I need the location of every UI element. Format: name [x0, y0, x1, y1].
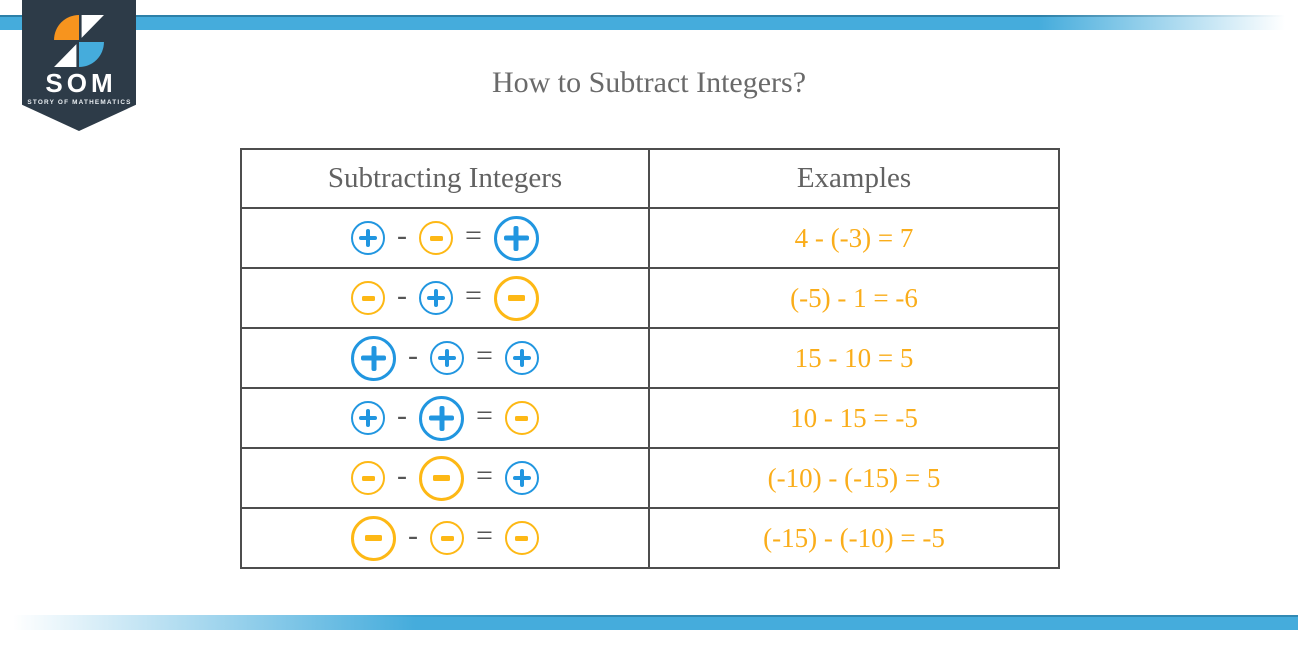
blue-plus-circle-icon [504, 461, 539, 495]
yellow-minus-circle-icon [419, 221, 454, 255]
example-cell: (-10) - (-15) = 5 [648, 447, 1060, 509]
sign-pattern: -= [242, 215, 648, 261]
example-cell: (-15) - (-10) = -5 [648, 507, 1060, 569]
plus-sign-icon [359, 409, 377, 427]
minus-sign-icon [515, 415, 529, 421]
logo-white-triangle-top-icon [81, 15, 104, 38]
table-row: -=(-5) - 1 = -6 [240, 267, 1060, 329]
logo-orange-quarter-icon [54, 15, 79, 40]
blue-plus-circle-icon [419, 395, 465, 441]
sign-pattern: -= [242, 275, 648, 321]
table-row: -=4 - (-3) = 7 [240, 207, 1060, 269]
yellow-minus-circle-icon [430, 521, 465, 555]
equals-operator: = [476, 459, 493, 492]
yellow-minus-circle-icon [351, 281, 386, 315]
example-cell: 4 - (-3) = 7 [648, 207, 1060, 269]
pattern-cell: -= [240, 387, 650, 449]
equals-operator: = [476, 339, 493, 372]
subtracting-integers-table: Subtracting Integers Examples -=4 - (-3)… [240, 148, 1060, 569]
pattern-cell: -= [240, 507, 650, 569]
sign-pattern: -= [242, 335, 648, 381]
plus-sign-icon [359, 229, 377, 247]
minus-sign-icon [515, 535, 529, 541]
table-row: -=15 - 10 = 5 [240, 327, 1060, 389]
plus-sign-icon [438, 349, 456, 367]
blue-plus-circle-icon [351, 221, 386, 255]
example-cell: (-5) - 1 = -6 [648, 267, 1060, 329]
page-title: How to Subtract Integers? [491, 66, 807, 99]
blue-plus-circle-icon [351, 335, 397, 381]
pattern-cell: -= [240, 327, 650, 389]
yellow-minus-circle-icon [351, 515, 397, 561]
table-header-row: Subtracting Integers Examples [240, 148, 1060, 209]
sign-pattern: -= [242, 455, 648, 501]
plus-sign-icon [513, 469, 531, 487]
table-row: -=(-10) - (-15) = 5 [240, 447, 1060, 509]
table-row: -=(-15) - (-10) = -5 [240, 507, 1060, 569]
equals-operator: = [476, 519, 493, 552]
brand-tagline: STORY OF MATHEMATICS [27, 99, 132, 106]
brand-name: SOM [45, 68, 117, 98]
minus-sign-icon [361, 295, 375, 301]
minus-operator: - [408, 519, 419, 552]
plus-sign-icon [513, 349, 531, 367]
example-cell: 10 - 15 = -5 [648, 387, 1060, 449]
blue-plus-circle-icon [351, 401, 386, 435]
yellow-minus-circle-icon [504, 521, 539, 555]
logo-white-triangle-bottom-icon [54, 44, 77, 67]
yellow-minus-circle-icon [419, 455, 465, 501]
minus-sign-icon [440, 535, 454, 541]
blue-plus-circle-icon [430, 341, 465, 375]
plus-sign-icon [427, 289, 445, 307]
equals-operator: = [476, 399, 493, 432]
example-cell: 15 - 10 = 5 [648, 327, 1060, 389]
equals-operator: = [465, 279, 482, 312]
minus-operator: - [397, 219, 408, 252]
pattern-cell: -= [240, 207, 650, 269]
table-row: -=10 - 15 = -5 [240, 387, 1060, 449]
som-logo-mark [54, 15, 104, 67]
som-logo-badge: SOM STORY OF MATHEMATICS [22, 0, 136, 131]
minus-sign-icon [361, 475, 375, 481]
top-accent-bar [0, 15, 1298, 30]
minus-sign-icon [507, 295, 525, 301]
minus-operator: - [408, 339, 419, 372]
yellow-minus-circle-icon [351, 461, 386, 495]
sign-pattern: -= [242, 395, 648, 441]
minus-sign-icon [365, 535, 383, 541]
minus-operator: - [397, 399, 408, 432]
table-body: -=4 - (-3) = 7-=(-5) - 1 = -6-=15 - 10 =… [240, 207, 1060, 569]
minus-operator: - [397, 459, 408, 492]
pattern-cell: -= [240, 267, 650, 329]
logo-blue-quarter-icon [79, 42, 104, 67]
plus-sign-icon [504, 226, 529, 251]
yellow-minus-circle-icon [504, 401, 539, 435]
minus-operator: - [397, 279, 408, 312]
pattern-cell: -= [240, 447, 650, 509]
blue-plus-circle-icon [419, 281, 454, 315]
column-header-subtracting-integers: Subtracting Integers [240, 148, 650, 209]
equals-operator: = [465, 219, 482, 252]
column-header-examples: Examples [648, 148, 1060, 209]
yellow-minus-circle-icon [493, 275, 539, 321]
blue-plus-circle-icon [493, 215, 539, 261]
blue-plus-circle-icon [504, 341, 539, 375]
bottom-accent-bar [0, 615, 1298, 630]
minus-sign-icon [429, 235, 443, 241]
plus-sign-icon [361, 346, 386, 371]
sign-pattern: -= [242, 515, 648, 561]
plus-sign-icon [429, 406, 454, 431]
minus-sign-icon [433, 475, 451, 481]
